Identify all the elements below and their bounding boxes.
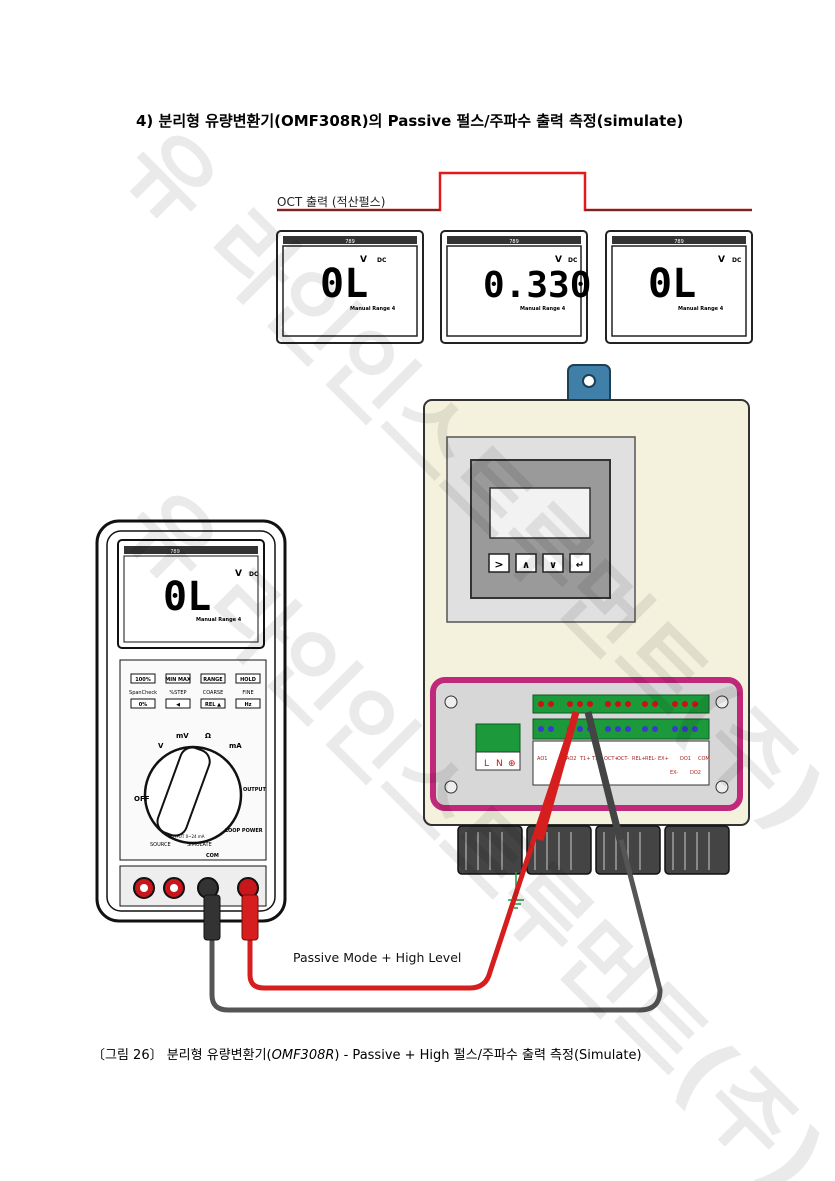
key-down-label: ∨: [549, 560, 557, 571]
key-up[interactable]: [515, 553, 537, 573]
term-com: COM: [698, 756, 710, 762]
dial-v: V: [158, 742, 164, 750]
small-meter-2-brand: 789: [509, 239, 519, 245]
term-exm: EX-: [670, 770, 678, 776]
btn-range[interactable]: RANGE: [203, 677, 223, 683]
dial-ohm: Ω: [205, 732, 211, 740]
btn-rel[interactable]: REL ▲: [205, 702, 221, 708]
label-step: %STEP: [169, 690, 186, 696]
pulse-waveform: [277, 171, 752, 212]
term-octm: OCT-: [617, 756, 629, 762]
red-probe-tip: [536, 711, 580, 841]
term-exp: EX+: [658, 756, 669, 762]
oct-output-label: OCT 출력 (적산펄스): [277, 195, 386, 209]
key-right-label: >: [494, 558, 503, 571]
dial-off: OFF: [134, 795, 150, 803]
small-meter-2-unit: V: [555, 255, 562, 265]
caption-model: OMF308R: [271, 1048, 335, 1063]
label-spancheck: SpanCheck: [129, 690, 157, 696]
small-meter-1-mode: DC: [377, 257, 387, 264]
label-fine: FINE: [242, 690, 253, 696]
btn-hz[interactable]: Hz: [244, 702, 251, 708]
btn-0[interactable]: 0%: [139, 702, 148, 708]
black-probe-tip: [584, 711, 624, 841]
key-up-label: ∧: [522, 560, 530, 571]
figure-caption: 〔그림 26〕 분리형 유량변환기(OMF308R) - Passive + H…: [92, 1044, 642, 1063]
small-meter-3: 789 V DC 0L Manual Range 4: [605, 230, 753, 344]
big-meter-mode: DC: [249, 571, 259, 578]
key-down[interactable]: [542, 553, 564, 573]
large-multimeter: 789 V DC 0L Manual Range 4 100% MIN MAX …: [95, 519, 287, 923]
terminal-n: N: [496, 759, 503, 769]
key-enter[interactable]: [569, 553, 591, 573]
term-do1: DO1: [680, 756, 691, 762]
terminal-l: L: [484, 759, 489, 769]
label-coarse: COARSE: [203, 690, 224, 696]
dial-ma: mA: [229, 742, 242, 750]
dial-mv: mV: [176, 732, 189, 740]
small-meter-1-unit: V: [360, 255, 367, 265]
big-meter-unit: V: [235, 569, 242, 579]
caption-prefix: 〔그림 26〕 분리형 유량변환기(: [92, 1048, 272, 1063]
dial-loop: LOOP POWER: [225, 828, 263, 834]
term-relm: REL-: [645, 756, 656, 762]
small-meter-2-mode: DC: [568, 257, 578, 264]
term-ao1: AO1: [537, 756, 547, 762]
term-t1p: T1+: [579, 756, 590, 762]
black-test-lead: [209, 711, 663, 1013]
small-meter-1: 789 V DC 0L Manual Range 4: [276, 230, 424, 344]
small-meter-1-reading: 0L: [320, 261, 368, 307]
small-meter-3-mode: DC: [732, 257, 742, 264]
small-meter-2-reading: 0.330: [483, 265, 591, 306]
small-meter-2-range: Manual Range 4: [520, 306, 566, 312]
key-right[interactable]: [488, 553, 510, 573]
small-meter-3-reading: 0L: [648, 261, 696, 307]
section-heading: 4) 분리형 유량변환기(OMF308R)의 Passive 펄스/주파수 출력…: [136, 112, 684, 130]
small-meter-3-unit: V: [718, 255, 725, 265]
big-meter-model: 789: [170, 549, 180, 555]
jack-simulate: SIMULATE: [187, 842, 212, 848]
term-octp: OCT+: [604, 756, 619, 762]
terminal-pe: ⊕: [508, 759, 516, 769]
jack-com: COM: [206, 853, 219, 859]
black-probe-plug: [203, 894, 221, 941]
big-meter-reading: 0L: [163, 574, 211, 620]
display-screen: [489, 487, 591, 539]
small-meter-1-range: Manual Range 4: [350, 306, 396, 312]
dial-output: OUTPUT: [243, 787, 266, 793]
red-probe-plug: [241, 894, 259, 941]
big-meter-range: Manual Range 4: [196, 617, 242, 623]
caption-suffix: ) - Passive + High 펄스/주파수 출력 측정(Simulate…: [334, 1048, 642, 1063]
key-enter-label: ↵: [576, 560, 584, 571]
btn-hold[interactable]: HOLD: [240, 677, 256, 683]
small-meter-1-brand: 789: [345, 239, 355, 245]
jack-source: SOURCE: [150, 842, 171, 848]
btn-minmax[interactable]: MIN MAX: [165, 677, 191, 683]
small-meter-3-brand: 789: [674, 239, 684, 245]
term-do2: DO2: [690, 770, 701, 776]
btn-backlight[interactable]: ◀: [176, 702, 180, 708]
term-ao2: AO2: [566, 756, 576, 762]
small-meter-3-range: Manual Range 4: [678, 306, 724, 312]
term-relp: REL+: [632, 756, 646, 762]
term-t1m: T1-: [591, 756, 600, 762]
btn-100[interactable]: 100%: [135, 677, 150, 683]
red-test-lead: [247, 711, 579, 991]
passive-mode-label: Passive Mode + High Level: [293, 950, 462, 965]
small-meter-2: 789 V DC 0.330 Manual Range 4: [440, 230, 591, 344]
jack-output-note: OUTPUT 0~24 mA: [168, 834, 205, 839]
